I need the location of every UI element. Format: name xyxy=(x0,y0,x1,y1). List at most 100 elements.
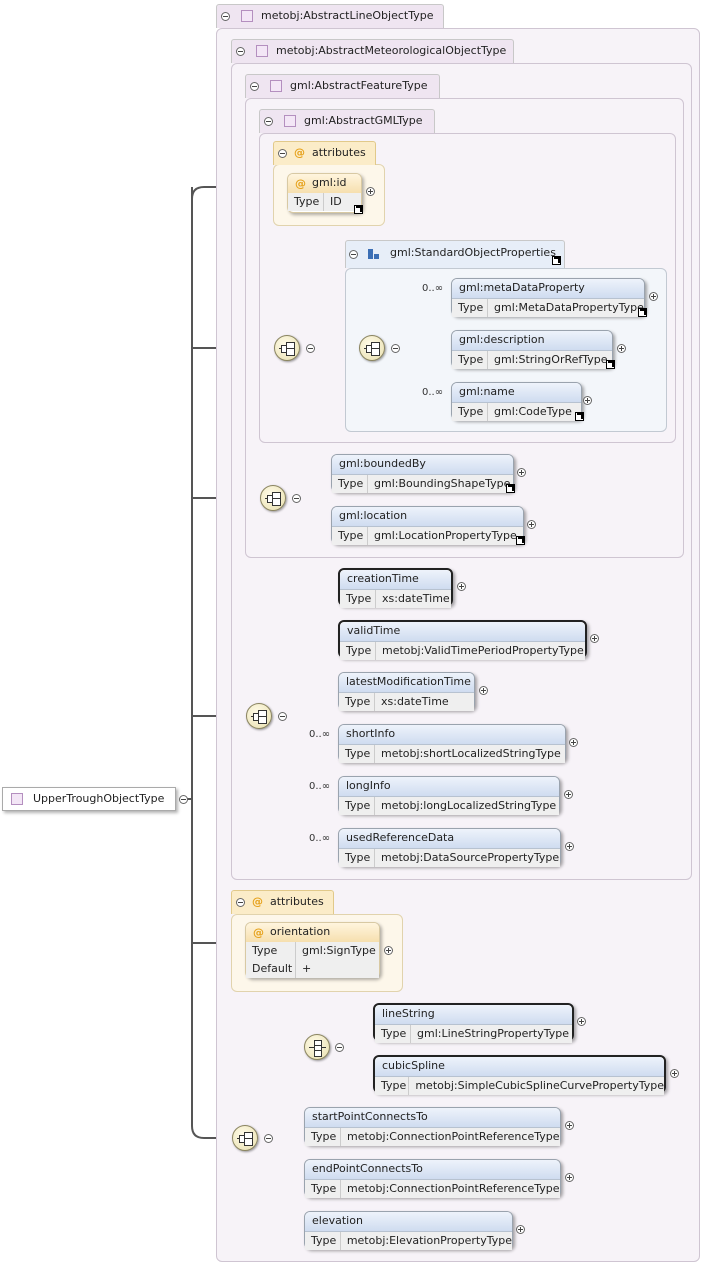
type-key: Type xyxy=(340,590,376,608)
type-key: Type xyxy=(340,642,376,660)
collapse-icon[interactable] xyxy=(292,494,301,503)
expand-icon[interactable] xyxy=(649,292,658,301)
collapse-icon[interactable] xyxy=(391,344,400,353)
expand-icon[interactable] xyxy=(384,946,393,955)
type-key: Type xyxy=(339,849,375,867)
choice-compositor-icon[interactable] xyxy=(304,1034,330,1060)
element-name: latestModificationTime xyxy=(339,673,474,693)
line-object-type-header[interactable]: metobj:AbstractLineObjectType xyxy=(216,4,444,28)
attribute-icon: @ xyxy=(252,895,263,908)
type-value: gml:LineStringPropertyType xyxy=(417,1027,570,1040)
type-value: gml:LocationPropertyType xyxy=(374,529,517,542)
type-key: Type xyxy=(246,942,296,960)
gml-attributes-header[interactable]: @ attributes xyxy=(273,141,376,165)
met-object-type-header[interactable]: metobj:AbstractMeteorologicalObjectType xyxy=(231,39,514,63)
element-name: usedReferenceData xyxy=(339,829,560,849)
collapse-icon[interactable] xyxy=(264,117,273,126)
collapse-icon[interactable] xyxy=(278,149,287,158)
element-name: validTime xyxy=(340,622,585,642)
collapse-root-icon[interactable] xyxy=(179,795,188,804)
goto-type-icon[interactable] xyxy=(606,360,615,369)
type-value: xs:dateTime xyxy=(381,695,449,708)
gml-type-label: gml:AbstractGMLType xyxy=(304,114,423,127)
collapse-icon[interactable] xyxy=(335,1043,344,1052)
expand-icon[interactable] xyxy=(565,842,574,851)
expand-icon[interactable] xyxy=(617,344,626,353)
element-short-info[interactable]: shortInfo Type metobj:shortLocalizedStrin… xyxy=(338,724,566,763)
type-key: Type xyxy=(339,745,375,763)
feature-type-header[interactable]: gml:AbstractFeatureType xyxy=(245,74,440,98)
collapse-icon[interactable] xyxy=(306,344,315,353)
expand-icon[interactable] xyxy=(670,1069,679,1078)
goto-type-icon[interactable] xyxy=(638,308,647,317)
type-key: Type xyxy=(288,193,324,211)
expand-icon[interactable] xyxy=(366,187,375,196)
expand-icon[interactable] xyxy=(457,582,466,591)
type-value: metobj:ConnectionPointReferenceType xyxy=(347,1182,560,1195)
goto-type-icon[interactable] xyxy=(354,205,363,214)
occurrence-label: 0..∞ xyxy=(309,833,331,844)
expand-icon[interactable] xyxy=(590,634,599,643)
occurrence-label: 0..∞ xyxy=(422,283,444,294)
expand-icon[interactable] xyxy=(564,790,573,799)
line-attributes-header[interactable]: @ attributes xyxy=(231,890,334,914)
complex-type-icon xyxy=(270,80,282,92)
goto-type-icon[interactable] xyxy=(516,536,525,545)
goto-group-icon[interactable] xyxy=(552,256,561,265)
collapse-icon[interactable] xyxy=(264,1134,273,1143)
collapse-icon[interactable] xyxy=(221,12,230,21)
expand-icon[interactable] xyxy=(527,520,536,529)
element-name: gml:metaDataProperty xyxy=(452,279,644,299)
element-name: gml:location xyxy=(332,507,523,527)
sequence-compositor-icon[interactable] xyxy=(232,1125,258,1151)
collapse-icon[interactable] xyxy=(236,898,245,907)
collapse-icon[interactable] xyxy=(236,47,245,56)
collapse-icon[interactable] xyxy=(349,250,358,259)
complex-type-icon xyxy=(11,793,23,805)
root-element[interactable]: UpperTroughObjectType xyxy=(2,787,176,811)
expand-icon[interactable] xyxy=(565,1173,574,1182)
expand-icon[interactable] xyxy=(569,738,578,747)
goto-type-icon[interactable] xyxy=(575,412,584,421)
expand-icon[interactable] xyxy=(583,396,592,405)
collapse-icon[interactable] xyxy=(250,82,259,91)
element-name: creationTime xyxy=(340,570,451,590)
standard-object-properties-header[interactable]: gml:StandardObjectProperties xyxy=(345,240,565,268)
sequence-compositor-icon[interactable] xyxy=(359,335,385,361)
gml-type-header[interactable]: gml:AbstractGMLType xyxy=(259,109,435,133)
expand-icon[interactable] xyxy=(577,1017,586,1026)
sequence-compositor-icon[interactable] xyxy=(260,485,286,511)
expand-icon[interactable] xyxy=(516,1225,525,1234)
goto-type-icon[interactable] xyxy=(506,484,515,493)
element-name: shortInfo xyxy=(339,725,565,745)
element-name: longInfo xyxy=(339,777,559,797)
type-value: metobj:shortLocalizedStringType xyxy=(381,747,561,760)
line-object-type-label: metobj:AbstractLineObjectType xyxy=(261,9,434,22)
collapse-icon[interactable] xyxy=(278,712,287,721)
type-value: metobj:DataSourcePropertyType xyxy=(381,851,560,864)
sequence-compositor-icon[interactable] xyxy=(246,703,272,729)
expand-icon[interactable] xyxy=(565,1121,574,1130)
element-used-reference-data[interactable]: usedReferenceData Type metobj:DataSourceP… xyxy=(338,828,561,867)
expand-icon[interactable] xyxy=(517,468,526,477)
type-key: Type xyxy=(375,1025,411,1043)
sequence-compositor-icon[interactable] xyxy=(274,335,300,361)
expand-icon[interactable] xyxy=(479,686,488,695)
type-key: Type xyxy=(375,1077,410,1095)
